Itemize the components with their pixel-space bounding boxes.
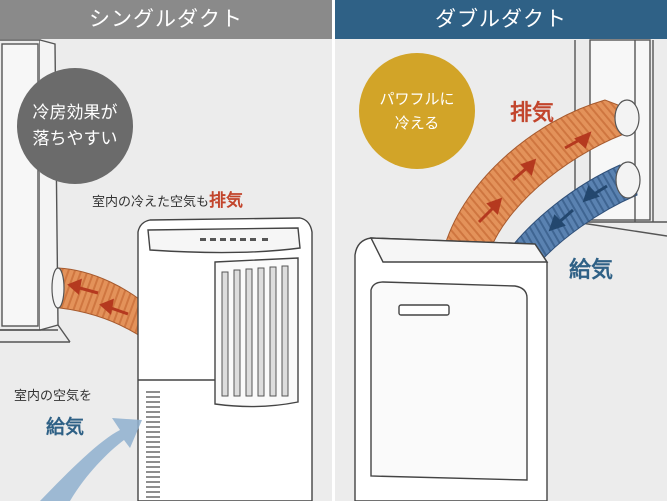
intake-vent bbox=[615, 161, 641, 199]
exhaust-caption: 室内の冷えた空気も排気 bbox=[92, 186, 243, 211]
double-duct-header: ダブルダクト bbox=[335, 0, 667, 39]
exhaust-vent bbox=[614, 99, 640, 137]
intake-caption: 室内の空気を bbox=[14, 389, 93, 404]
duct-vent bbox=[51, 267, 65, 309]
double-duct-illustration bbox=[354, 39, 667, 501]
double-duct-badge: パワフルに 冷える bbox=[359, 53, 475, 169]
panel-divider bbox=[332, 0, 335, 501]
exhaust-emphasis: 排気 bbox=[209, 191, 244, 211]
single-duct-panel: シングルダクト 冷房効果が 落ちやすい 室内の冷えた空気も排気 室内の空気を 給… bbox=[0, 0, 332, 501]
single-duct-unit bbox=[137, 217, 313, 501]
double-duct-unit bbox=[354, 237, 549, 501]
exhaust-caption-text: 室内の冷えた空気も bbox=[92, 195, 210, 210]
flow-arrows bbox=[477, 131, 608, 232]
window-frame bbox=[0, 39, 71, 343]
badge-line: 落ちやすい bbox=[32, 129, 118, 149]
badge-line: 冷房効果が bbox=[32, 103, 118, 123]
intake-arrow bbox=[40, 418, 142, 501]
intake-emphasis: 給気 bbox=[46, 416, 85, 438]
exhaust-label: 排気 bbox=[510, 101, 555, 126]
badge-line: パワフルに bbox=[379, 90, 455, 108]
exhaust-arrows bbox=[67, 278, 129, 316]
single-duct-badge: 冷房効果が 落ちやすい bbox=[17, 68, 133, 184]
double-duct-panel: ダブルダクト パワフルに 冷える 排気 給気 bbox=[335, 0, 667, 501]
badge-line: 冷える bbox=[394, 114, 440, 132]
intake-label: 給気 bbox=[569, 258, 614, 283]
single-duct-header: シングルダクト bbox=[0, 0, 332, 39]
single-duct-illustration bbox=[0, 39, 313, 501]
